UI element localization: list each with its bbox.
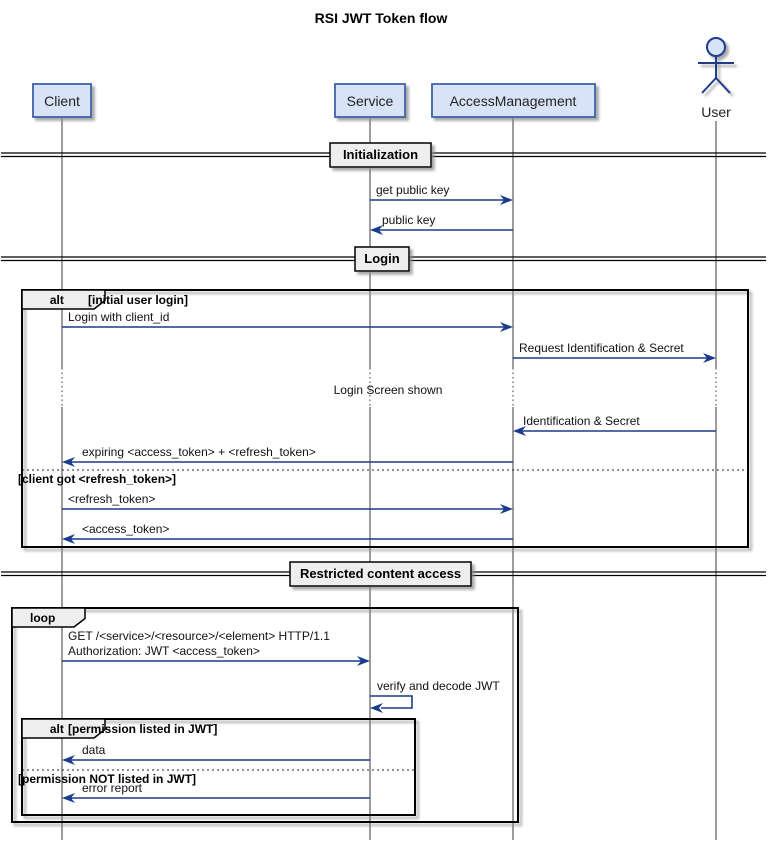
- frame-keyword-tab: [11, 607, 86, 628]
- participant-label: Service: [347, 93, 394, 109]
- divider-box: [354, 246, 410, 272]
- arrowhead: [500, 322, 513, 332]
- message-label: Authorization: JWT <access_token>: [68, 644, 260, 658]
- arrowhead: [500, 504, 513, 514]
- message-label: get public key: [376, 183, 449, 197]
- frame-keyword-tab: [21, 289, 106, 310]
- participant-client: [32, 83, 92, 118]
- self-message-line: [370, 695, 413, 709]
- frame-keyword-tab: [21, 718, 106, 739]
- message-label: verify and decode JWT: [377, 679, 500, 693]
- arrowhead: [500, 195, 513, 205]
- separator-condition: [permission NOT listed in JWT]: [18, 772, 196, 786]
- arrowhead: [370, 703, 383, 713]
- arrowhead: [62, 793, 75, 803]
- message-label: public key: [382, 213, 435, 227]
- loop-frame: [11, 607, 519, 823]
- message-label: Request Identification & Secret: [519, 341, 684, 355]
- divider-label: Restricted content access: [300, 566, 461, 581]
- participant-service: [334, 83, 406, 118]
- arrowhead: [703, 353, 716, 363]
- arrowhead: [370, 225, 383, 235]
- divider-label: Initialization: [343, 147, 418, 162]
- message-label: <refresh_token>: [68, 492, 155, 506]
- arrowhead: [62, 755, 75, 765]
- arrowhead: [62, 457, 75, 467]
- participant-label: AccessManagement: [450, 93, 577, 109]
- frame-keyword: alt: [50, 293, 64, 307]
- arrowhead: [357, 656, 370, 666]
- alt-frame: [21, 718, 416, 816]
- arrowhead: [62, 534, 75, 544]
- participant-accessmanagement: [431, 83, 596, 118]
- message-label: Identification & Secret: [523, 414, 640, 428]
- divider-box: [329, 142, 432, 168]
- message-label: error report: [82, 781, 143, 795]
- diagram-title: RSI JWT Token flow: [314, 10, 448, 26]
- arrowhead: [513, 426, 526, 436]
- frame-keyword: alt: [50, 722, 64, 736]
- participant-label: User: [701, 104, 731, 120]
- frame-condition: [initial user login]: [88, 293, 188, 307]
- separator-condition: [client got <refresh_token>]: [18, 472, 176, 486]
- participant-label: Client: [44, 93, 80, 109]
- message-label: GET /<service>/<resource>/<element> HTTP…: [68, 629, 330, 643]
- divider-box: [289, 561, 472, 587]
- message-label: Login with client_id: [68, 310, 169, 324]
- frame-condition: [permission listed in JWT]: [68, 722, 217, 736]
- delay-label: Login Screen shown: [334, 383, 443, 397]
- frame-keyword: loop: [30, 611, 55, 625]
- message-label: expiring <access_token> + <refresh_token…: [82, 445, 316, 459]
- message-label: <access_token>: [82, 522, 169, 536]
- message-label: data: [82, 743, 106, 757]
- alt-frame: [21, 289, 749, 548]
- user-actor-icon: [698, 37, 734, 94]
- divider-label: Login: [364, 251, 399, 266]
